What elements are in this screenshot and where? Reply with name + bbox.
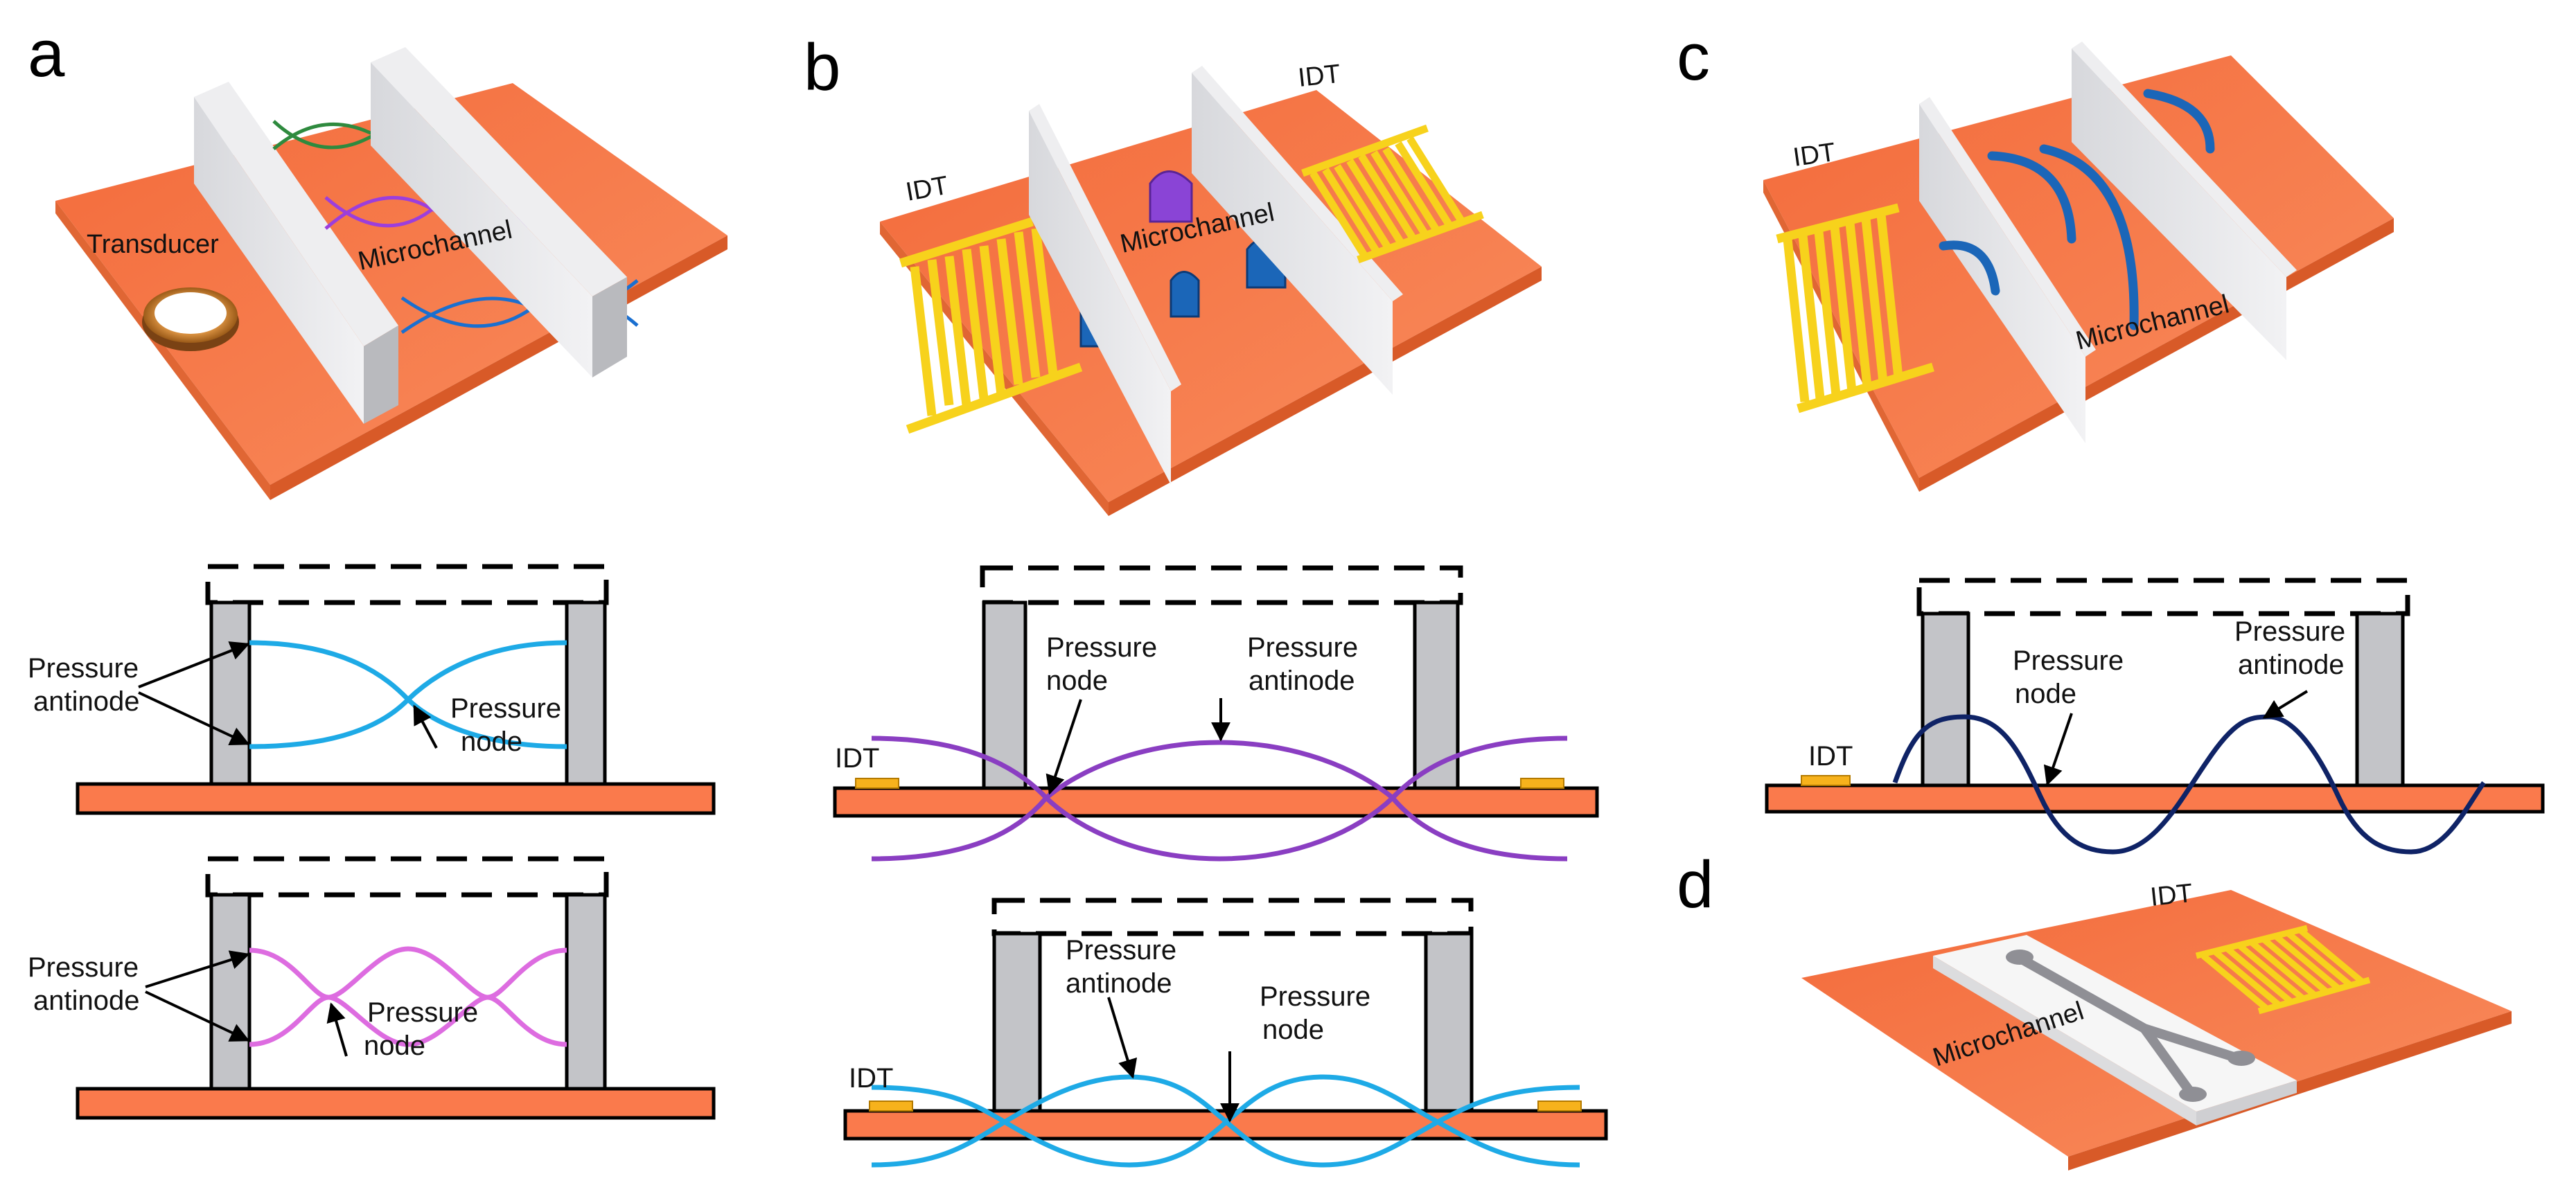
channel-wall-right	[371, 47, 627, 377]
panel-b-3d-view: IDT IDT Microchannel	[880, 60, 1542, 516]
idt-left-2d	[869, 1101, 913, 1112]
antinode-arrow-top	[145, 950, 250, 988]
label-idt: IDT	[1808, 741, 1853, 772]
label-idt-left: IDT	[903, 171, 951, 207]
panel-label-b: b	[804, 30, 840, 105]
wall-right	[565, 600, 607, 786]
wall-left	[209, 893, 252, 1091]
channel-wall-right	[1192, 66, 1403, 395]
node-arrow	[326, 1002, 348, 1057]
node-arrow	[2043, 713, 2073, 786]
standing-wave-half	[249, 640, 567, 749]
substrate-edge	[1109, 267, 1542, 516]
standing-wave-full	[249, 946, 567, 1047]
pdms-block	[1933, 935, 2297, 1125]
antinode-arrow-bottom	[145, 990, 250, 1042]
channel-lid	[1916, 578, 2410, 616]
substrate-edge-left	[55, 201, 270, 500]
substrate	[76, 782, 716, 815]
channel-lid	[205, 856, 609, 898]
antinode-arrow-bottom	[138, 691, 250, 745]
transducer-icon	[142, 287, 239, 351]
wall-right	[2355, 612, 2405, 787]
channel-ports	[2006, 950, 2255, 1102]
wall-right	[1424, 932, 1474, 1113]
antinode-arrow-top	[138, 641, 250, 688]
wall-left	[1921, 612, 1970, 787]
channel-wall-left	[1029, 104, 1181, 485]
label-idt-right: IDT	[1297, 60, 1342, 93]
idt-right-2d	[1520, 778, 1564, 789]
idt-right-2d	[1537, 1101, 1582, 1112]
wall-left	[209, 600, 252, 786]
idt-2d	[1801, 775, 1851, 786]
substrate	[1765, 783, 2545, 814]
channel-lid	[980, 565, 1463, 605]
channel-lid	[991, 898, 1474, 936]
panel-d-3d-view: IDT Microchannel	[1801, 879, 2512, 1170]
label-idt: IDT	[835, 743, 879, 774]
wall-left	[992, 932, 1042, 1113]
channel-wall-right	[2072, 42, 2297, 360]
label-idt: IDT	[849, 1063, 893, 1094]
substrate	[76, 1087, 716, 1120]
panel-label-c: c	[1677, 20, 1710, 94]
channel-wall-left	[1919, 97, 2096, 443]
channel-wall-left	[194, 82, 398, 424]
antinode-arrow	[1107, 997, 1138, 1079]
panel-label-d: d	[1677, 848, 1713, 922]
traveling-wave-pair	[871, 736, 1568, 862]
idt-electrode-right	[1301, 124, 1484, 264]
label-idt: IDT	[1791, 138, 1837, 172]
sinusoidal-wave	[1892, 714, 2486, 855]
node-arrow	[413, 704, 438, 749]
antinode-arrow	[2262, 690, 2309, 719]
panel-c-3d-view: IDT Microchannel	[1763, 42, 2394, 492]
idt-left-2d	[855, 778, 899, 789]
label-transducer: Transducer	[87, 230, 219, 259]
node-arrow	[1046, 699, 1082, 795]
panel-a-3d-view: Transducer Microchannel	[55, 47, 727, 500]
idt-electrode	[1776, 203, 1934, 413]
idt-electrode-left	[899, 217, 1083, 434]
label-idt: IDT	[2149, 879, 2194, 912]
channel-lid	[205, 564, 609, 605]
panel-label-a: a	[28, 17, 65, 91]
idt-electrode	[2195, 925, 2371, 1015]
wavefront-arcs	[1939, 89, 2215, 330]
y-channel	[2017, 954, 2243, 1096]
substrate	[833, 786, 1599, 818]
wall-right	[565, 893, 607, 1091]
